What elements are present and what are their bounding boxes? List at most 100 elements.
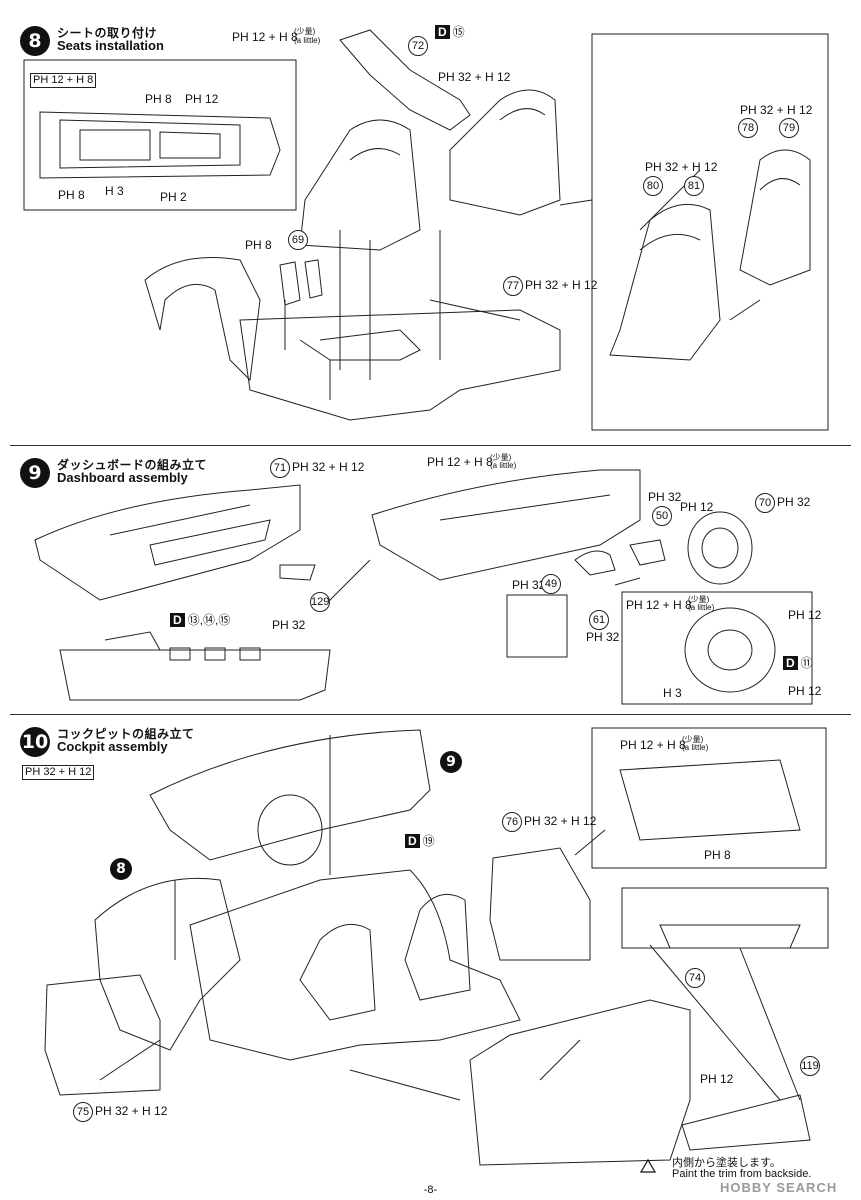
part-61-number: 61 (589, 610, 609, 630)
s9-dashboard-left (34, 484, 301, 601)
part-74-number: 74 (685, 968, 705, 988)
s8-wheel-arch (144, 257, 261, 382)
s10-note-en: Paint the trim from backside. (672, 1168, 812, 1180)
ref-step-9: 9 (440, 751, 462, 773)
s9-inset-h3: H 3 (663, 686, 682, 700)
step-9-number: 9 (20, 458, 50, 488)
section-divider-9-10 (10, 714, 851, 715)
part-72-console (339, 29, 471, 131)
s10-ph12: PH 12 (700, 1072, 734, 1086)
s9-dashboard-right (371, 469, 641, 581)
part-74-rear-panel (469, 999, 691, 1166)
s9-ph32b: PH 32 (648, 490, 682, 504)
s9-ph32: PH 32 (272, 618, 306, 632)
s10-75-label: PH 32 + H 12 (95, 1104, 168, 1118)
s8-inset-ph12: PH 12 (185, 92, 219, 106)
part-69-pedals (279, 259, 323, 306)
s9-inset-note-en: (a little) (688, 603, 715, 612)
s10-steering-wheel (257, 794, 323, 866)
part-49 (574, 550, 616, 576)
s8-top-callout: PH 12 + H 8 (232, 30, 298, 44)
part-50 (629, 539, 666, 566)
s8-top-note-en: (a little) (294, 36, 321, 45)
part-61 (614, 577, 641, 586)
seat-78-79 (739, 149, 811, 286)
part-76-number: 76 (502, 812, 522, 832)
step-10-number: 10 (20, 727, 50, 757)
s9-inset-ph12a: PH 12 (788, 608, 822, 622)
part-71-number: 71 (270, 458, 290, 478)
step-8-title-jp: シートの取り付け (57, 26, 158, 40)
part-129-number: 129 (310, 592, 330, 612)
part-75-door-panel (44, 974, 161, 1096)
s8-inset-ph8: PH 8 (145, 92, 172, 106)
s9-top-right: PH 12 + H 8 (427, 455, 493, 469)
part-49-number: 49 (541, 574, 561, 594)
step-10-title-jp: コックピットの組み立て (57, 727, 195, 741)
s10-inset-ph8: PH 8 (704, 848, 731, 862)
s9-wheel-inset-frame (621, 591, 813, 705)
page-number: -8- (423, 1184, 438, 1196)
s10-inset-ph12h8: PH 12 + H 8 (620, 738, 686, 752)
s10-inset-note: (少量) (682, 735, 704, 744)
step-9-title-jp: ダッシュボードの組み立て (57, 458, 208, 472)
s8-left-seat (299, 119, 421, 251)
part-70-wheel (687, 511, 753, 585)
s8-77-label: PH 32 + H 12 (525, 278, 598, 292)
s9-inset-ph12h8: PH 12 + H 8 (626, 598, 692, 612)
step8-inset-frame (23, 59, 297, 211)
s8-floor-pan (239, 309, 561, 421)
s9-70-label: PH 32 (777, 495, 811, 509)
part-119-trim (681, 1094, 811, 1151)
part-69-number: 69 (288, 230, 308, 250)
s9-71-label: PH 32 + H 12 (292, 460, 365, 474)
part-80-number: 80 (643, 176, 663, 196)
watermark: HOBBY SEARCH (720, 1180, 838, 1195)
s9-top-right-note: (少量) (490, 453, 512, 462)
s8-inset-ph8b: PH 8 (58, 188, 85, 202)
s9-top-right-note-en: (a little) (490, 461, 517, 470)
section-divider-8-9 (10, 445, 851, 446)
s8-right-ph32h12b: PH 32 + H 12 (645, 160, 718, 174)
part-79-number: 79 (779, 118, 799, 138)
step-8-number: 8 (20, 26, 50, 56)
part-72-number: 72 (408, 36, 428, 56)
step8-seat-inset-frame (591, 33, 829, 431)
step8-inset-floor (39, 111, 281, 179)
s9-dashboard-front (59, 649, 331, 701)
part-76-door-panel (489, 847, 591, 961)
step-8-title-en: Seats installation (57, 38, 164, 53)
s9-paint-inset (506, 594, 568, 658)
s9-49-label: PH 32 (512, 578, 546, 592)
s10-76-label: PH 32 + H 12 (524, 814, 597, 828)
part-70-number: 70 (755, 493, 775, 513)
s8-right-seat (449, 89, 561, 216)
s9-61-label: PH 32 (586, 630, 620, 644)
part-78-number: 78 (738, 118, 758, 138)
s8-inset-ph12h8: PH 12 + H 8 (30, 72, 97, 88)
s9-ph12: PH 12 (680, 500, 714, 514)
s10-inset-note-en: (a little) (682, 743, 709, 752)
s8-ph32h12-a: PH 32 + H 12 (438, 70, 511, 84)
s8-right-ph32h12a: PH 32 + H 12 (740, 103, 813, 117)
s10-dashboard (149, 729, 431, 861)
part-75-number: 75 (73, 1102, 93, 1122)
s10-ph32h12: PH 32 + H 12 (22, 764, 95, 780)
step-9-title-en: Dashboard assembly (57, 470, 188, 485)
part-129 (279, 564, 316, 581)
part-119-number: 119 (800, 1056, 820, 1076)
s10-door-inset-frame (591, 727, 827, 869)
s8-ph8: PH 8 (245, 238, 272, 252)
step-10-title-en: Cockpit assembly (57, 739, 168, 754)
s9-inset-ph12b: PH 12 (788, 684, 822, 698)
s9-inset-note: (少量) (688, 595, 710, 604)
s10-floor (189, 869, 521, 1061)
part-50-number: 50 (652, 506, 672, 526)
ref-step-8: 8 (110, 858, 132, 880)
